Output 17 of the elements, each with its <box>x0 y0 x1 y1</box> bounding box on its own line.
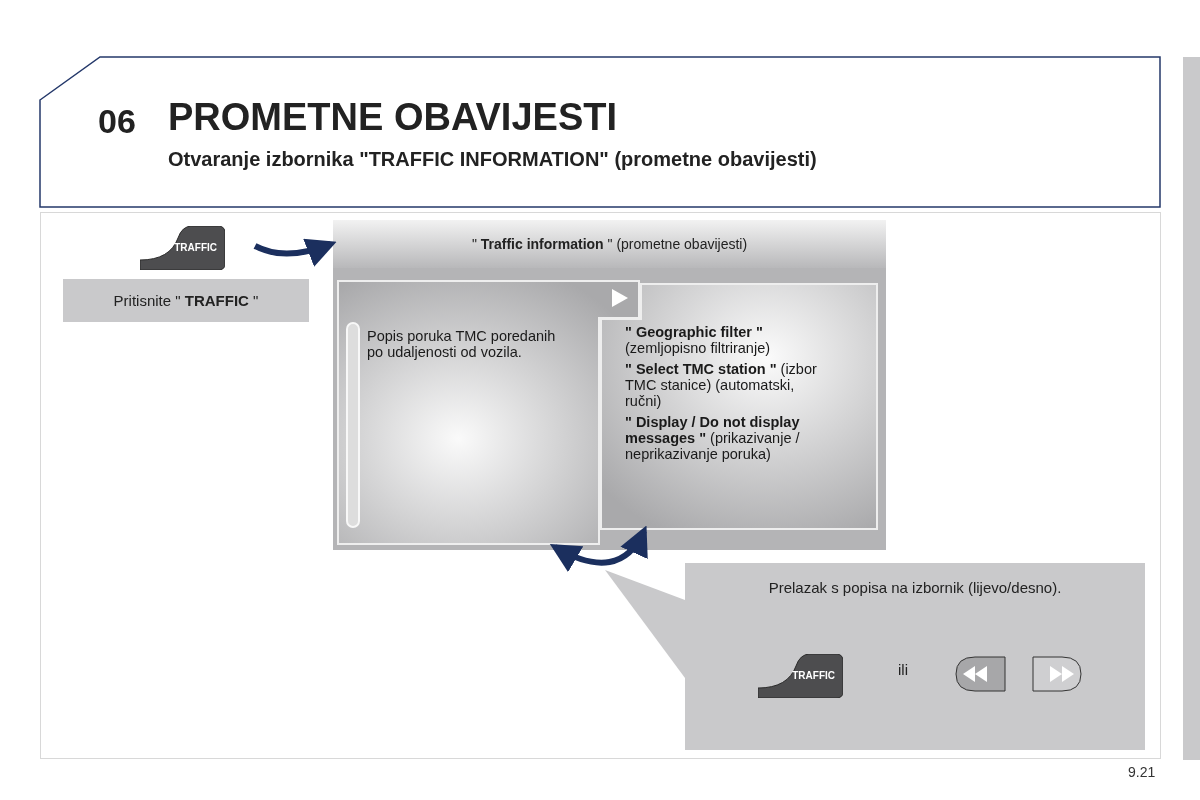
curved-arrow <box>253 238 337 267</box>
traffic-button: TRAFFIC <box>758 654 843 698</box>
menu-option: " Display / Do not display messages " (prikazivanje / neprikazivanje poruka) <box>625 414 830 462</box>
title: PROMETNE OBAVIJESTI <box>168 96 618 139</box>
traffic-button: TRAFFIC <box>140 226 225 270</box>
instruction-box: Pritisnite " TRAFFIC " <box>63 279 309 322</box>
screen-header: " Traffic information " (prometne obavijesti) <box>471 236 748 252</box>
callout-pointer <box>605 570 685 678</box>
subtitle: Otvaranje izbornika "TRAFFIC INFORMATION" (prometne obavijesti) <box>168 148 817 171</box>
page-number: 9.21 <box>1128 764 1156 780</box>
menu-panel <box>600 283 878 530</box>
chapter-number: 06 <box>98 102 136 141</box>
menu-option: " Geographic filter " (zemljopisno filtriranje) <box>625 324 830 356</box>
side-tab <box>1183 57 1200 760</box>
callout-text: Prelazak s popisa na izbornik (lijevo/desno). <box>768 579 1062 597</box>
menu-option: " Select TMC station " (izbor TMC stanice) (automatski, ručni) <box>625 361 830 409</box>
or-text: ili <box>898 661 908 678</box>
